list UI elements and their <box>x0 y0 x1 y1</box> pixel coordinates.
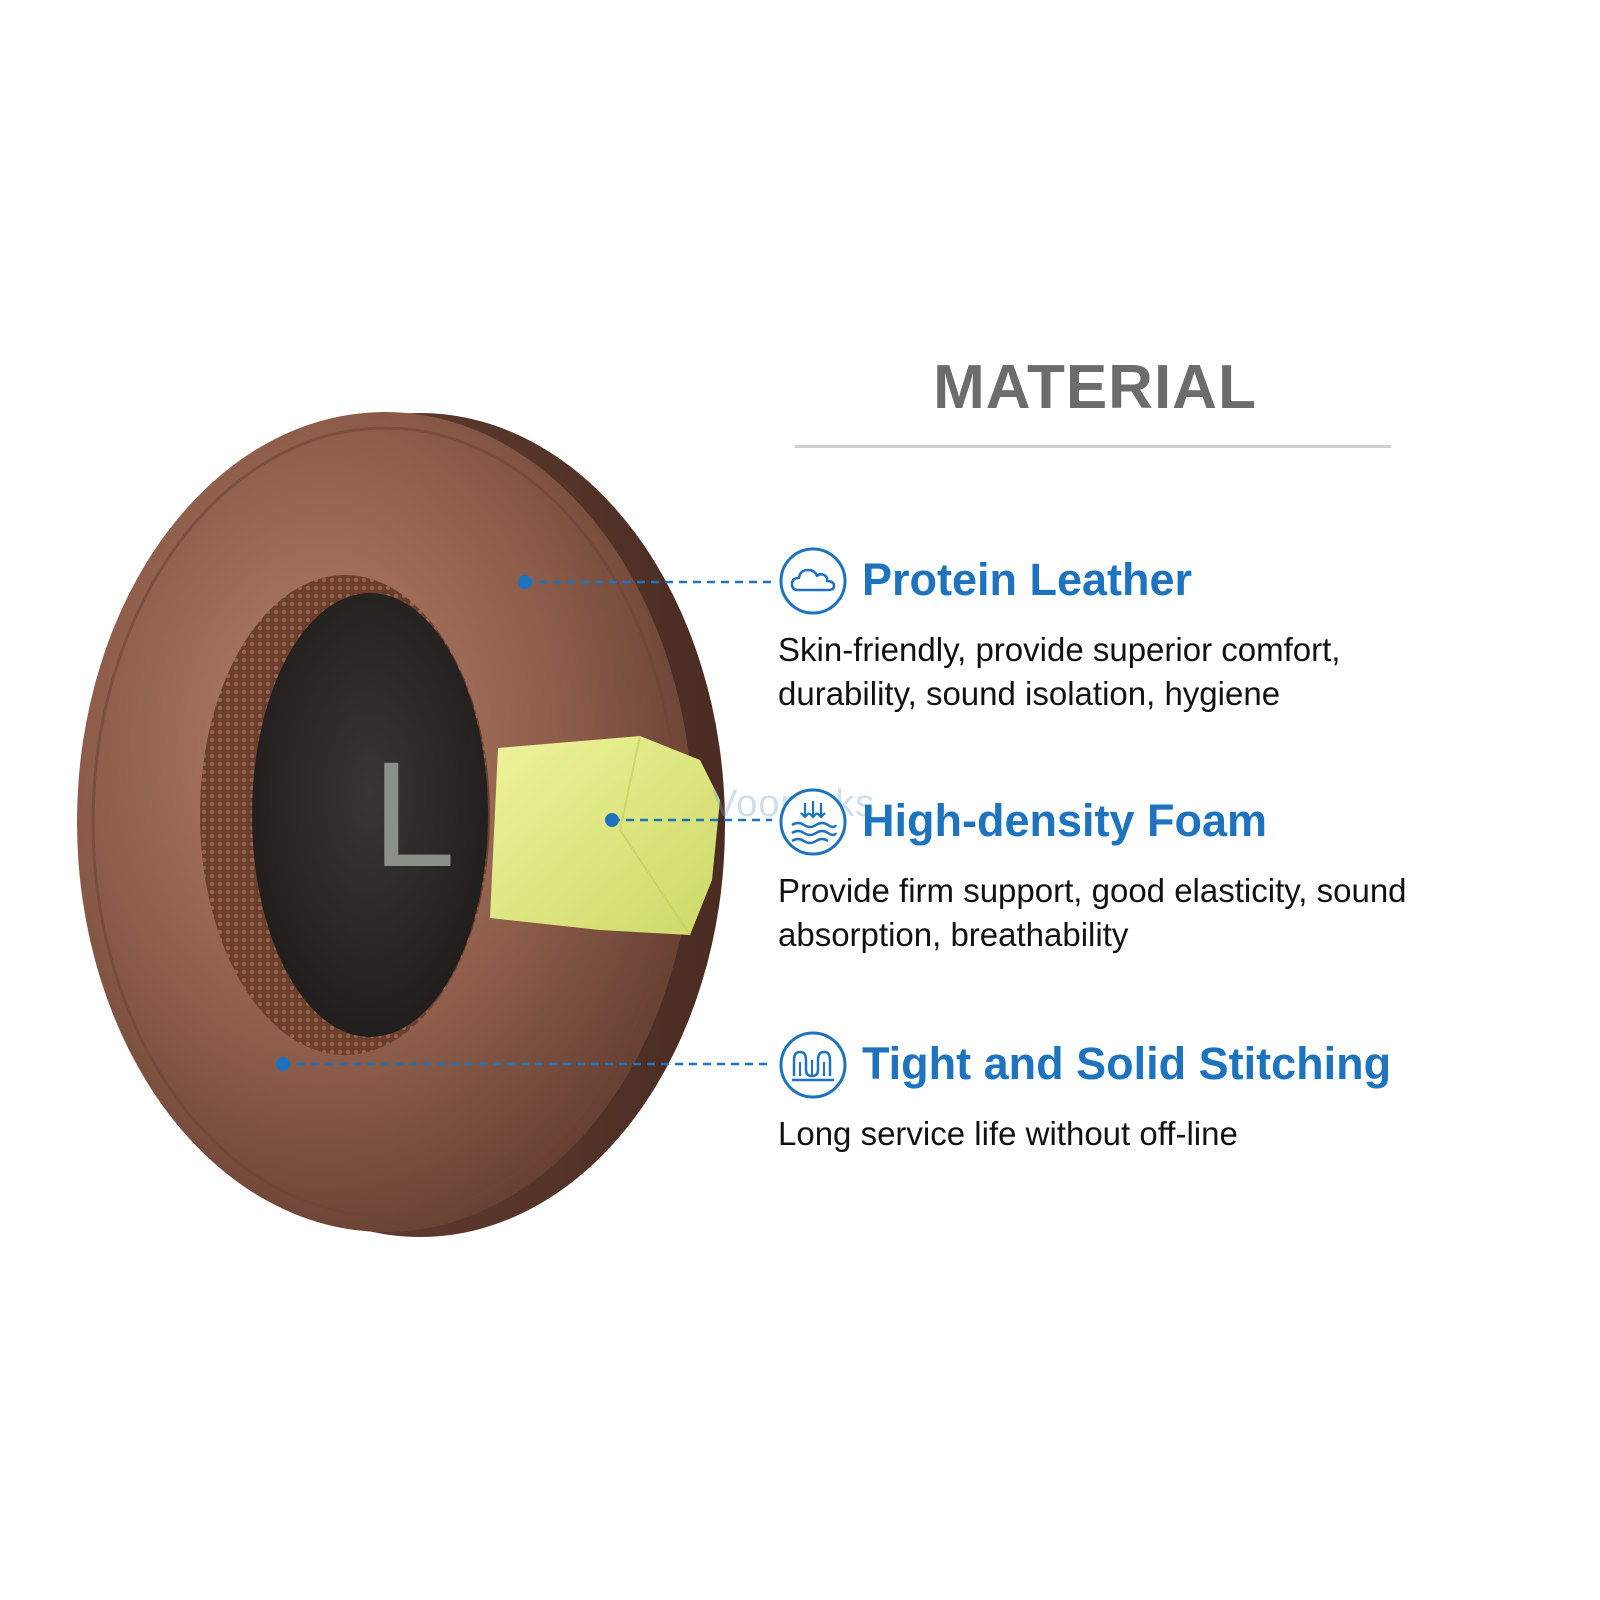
feature-desc-line: Long service life without off-line <box>778 1115 1238 1152</box>
earpad-inner-fabric <box>252 593 488 1037</box>
feature-desc-line: absorption, breathability <box>778 916 1129 953</box>
cloud-icon <box>779 547 847 615</box>
page-title: MATERIAL <box>933 353 1257 422</box>
feature-description: Long service life without off-line <box>778 1112 1578 1156</box>
feature-description: Provide firm support, good elasticity, s… <box>778 869 1578 957</box>
foam-cutaway <box>490 736 720 935</box>
feature-description: Skin-friendly, provide superior comfort,… <box>778 628 1578 716</box>
callout-dot-foam <box>605 813 619 827</box>
waves-down-arrows-icon <box>779 788 847 856</box>
title-divider <box>795 445 1391 448</box>
feature-desc-line: Provide firm support, good elasticity, s… <box>778 872 1407 909</box>
earpad-side-label: L <box>372 730 456 898</box>
feature-title: High-density Foam <box>862 795 1268 846</box>
feature-title: Protein Leather <box>862 554 1193 605</box>
callout-dot-leather <box>518 575 532 589</box>
callout-dot-stitching <box>276 1057 290 1071</box>
feature-desc-line: durability, sound isolation, hygiene <box>778 675 1281 712</box>
feature-title: Tight and Solid Stitching <box>862 1038 1392 1089</box>
coil-stitch-icon <box>779 1031 847 1099</box>
feature-desc-line: Skin-friendly, provide superior comfort, <box>778 631 1341 668</box>
